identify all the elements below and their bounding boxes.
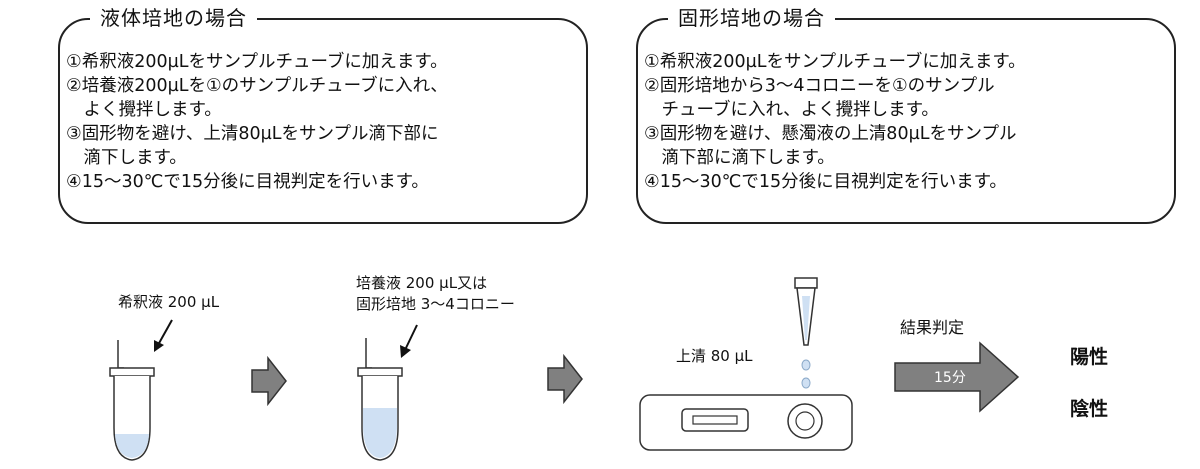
sample-tube-1 [109, 340, 155, 461]
sample-label-line1: 培養液 200 µL又は [356, 274, 488, 292]
step-line: 滴下します。 [66, 148, 187, 168]
solid-medium-title: 固形培地の場合 [668, 5, 835, 31]
step-line: チューブに入れ、よく攪拌します。 [644, 100, 939, 120]
step-line: ④15～30℃で15分後に目視判定を行います。 [66, 172, 429, 192]
liquid-medium-steps: ①希釈液200µLをサンプルチューブに加えます。 ②培養液200µLを①のサンプ… [66, 50, 580, 194]
step-line: ①希釈液200µLをサンプルチューブに加えます。 [66, 52, 448, 72]
liquid-medium-title: 液体培地の場合 [90, 5, 257, 31]
step-line: ①希釈液200µLをサンプルチューブに加えます。 [644, 52, 1026, 72]
step-line: 滴下部に滴下します。 [644, 148, 835, 168]
drop-icon [801, 359, 811, 371]
drop-icon [801, 377, 811, 389]
solid-medium-panel: 固形培地の場合 ①希釈液200µLをサンプルチューブに加えます。 ②固形培地から… [636, 5, 1176, 224]
supernatant-label: 上清 80 µL [676, 347, 753, 365]
diluent-label: 希釈液 200 µL [118, 293, 220, 311]
step-line: よく攪拌します。 [66, 100, 222, 120]
negative-label: 陰性 [1070, 398, 1109, 420]
liquid-medium-panel: 液体培地の場合 ①希釈液200µLをサンプルチューブに加えます。 ②培養液200… [58, 5, 588, 224]
process-arrow-1 [251, 355, 287, 407]
test-cassette [639, 394, 853, 451]
sample-tube-2 [357, 338, 403, 461]
process-arrow-2 [547, 353, 583, 405]
step-line: ②培養液200µLを①のサンプルチューブに入れ、 [66, 76, 448, 96]
result-time-arrow [894, 341, 1020, 413]
solid-medium-steps: ①希釈液200µLをサンプルチューブに加えます。 ②固形培地から3～4コロニーを… [644, 50, 1168, 194]
pointer-arrow-2 [400, 324, 418, 358]
sample-label-line2: 固形培地 3～4コロニー [356, 295, 515, 313]
step-line: ②固形培地から3～4コロニーを①のサンプル [644, 76, 995, 96]
pointer-arrow-1 [154, 319, 173, 352]
step-line: ③固形物を避け、懸濁液の上清80µLをサンプル [644, 124, 1017, 144]
step-line: ④15～30℃で15分後に目視判定を行います。 [644, 172, 1007, 192]
step-line: ③固形物を避け、上清80µLをサンプル滴下部に [66, 124, 439, 144]
judgement-label: 結果判定 [900, 318, 965, 337]
pipette-icon [794, 277, 818, 346]
time-label: 15分 [934, 370, 966, 386]
positive-label: 陽性 [1070, 346, 1109, 368]
